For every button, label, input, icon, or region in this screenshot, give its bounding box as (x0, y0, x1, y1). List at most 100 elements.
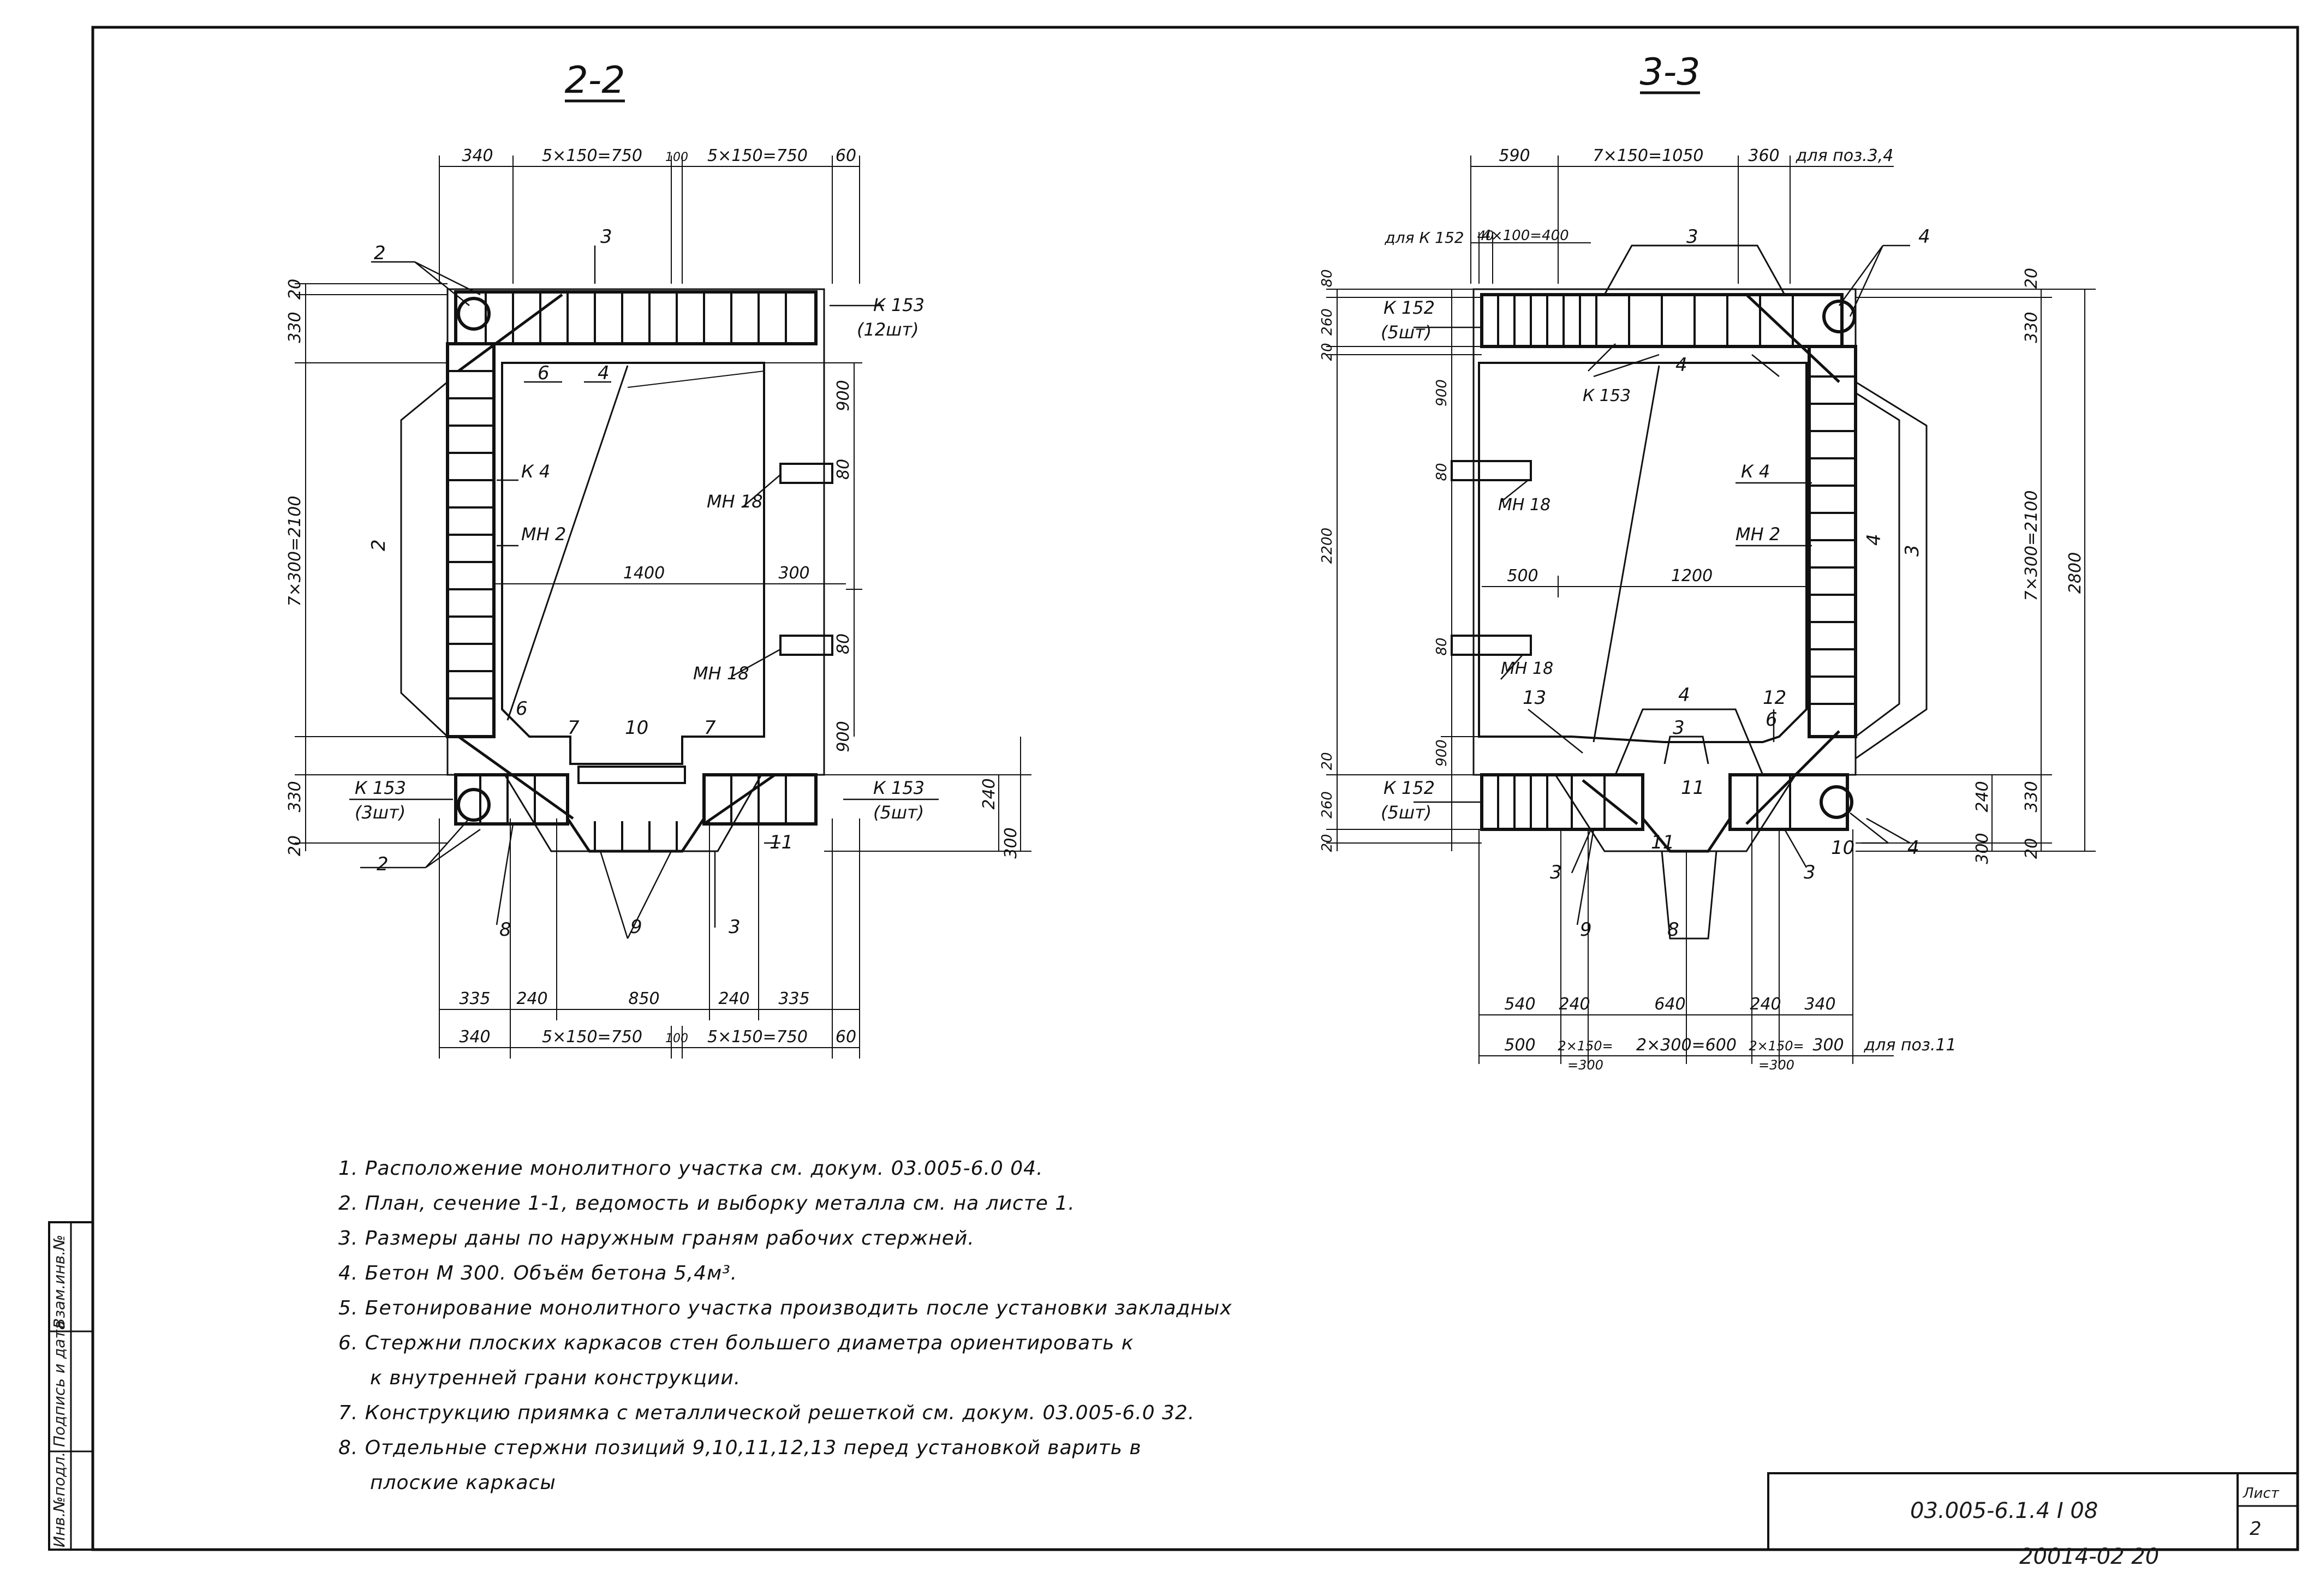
s33-callout-4-mid: 4 (1675, 354, 1687, 376)
s33-dim-left-8: 900 (1434, 739, 1450, 767)
s22-dim-top-5: 60 (836, 146, 856, 165)
s22-dim-left-3: 7×300=2100 (285, 496, 305, 607)
s33-callout-3-side: 3 (1901, 545, 1923, 557)
s33-callout-9: 9 (1580, 919, 1592, 941)
s22-dim-top-1: 340 (462, 146, 493, 165)
s22-dim-bot2-2: 5×150=750 (542, 1027, 642, 1047)
s22-dim-bot2-1: 340 (459, 1027, 490, 1047)
s22-k153-bl-qty: (3шт) (355, 802, 405, 823)
s33-k153: К 153 (1583, 386, 1631, 405)
s33-dim-bot2-8: для поз.11 (1863, 1036, 1956, 1055)
s22-k153-top: К 153 (873, 295, 925, 315)
general-notes: 1. Расположение монолитного участка см. … (338, 1151, 1321, 1501)
s22-dim-right-7: 300 (1001, 827, 1021, 858)
s33-dim-right-6: 330 (2022, 781, 2041, 812)
s22-dim-top-4: 5×150=750 (707, 146, 808, 165)
title-block (1767, 1472, 2299, 1551)
s33-dim-bot2-6: =300 (1758, 1057, 1794, 1073)
s22-mn2: МН 2 (521, 524, 566, 545)
s22-dim-right-4: 80 (834, 633, 853, 654)
s33-dim-left-10: 260 (1319, 791, 1335, 818)
s33-dim-left-3: 20 (1319, 343, 1335, 361)
s33-dim-left-4: 900 (1434, 379, 1450, 407)
s33-dim-right-1: 20 (2022, 268, 2041, 289)
s33-callout-6: 6 (1766, 709, 1778, 731)
s22-dim-right-5: 900 (834, 721, 853, 752)
section-3-3: 3-3 (1319, 51, 2096, 1073)
side-stamp-inv: Инв.№подл. (50, 1451, 68, 1547)
s33-dim-left-7: 80 (1434, 637, 1450, 655)
s22-k4: К 4 (521, 461, 550, 482)
s33-callout-12: 12 (1763, 687, 1786, 709)
s22-callout-2-top: 2 (374, 242, 386, 264)
s22-dim-inner-1400: 1400 (623, 564, 665, 583)
s33-dim-top2-3: 4×100=400 (1482, 228, 1569, 244)
s33-dim-bot2-7: 300 (1812, 1036, 1844, 1055)
s33-dim-right-2: 330 (2022, 312, 2041, 343)
s33-callout-11-top: 11 (1681, 777, 1704, 799)
side-stamp-sign: Подпись и дата (50, 1320, 68, 1447)
note-2: 2. План, сечение 1-1, ведомость и выборк… (338, 1192, 1075, 1215)
s33-dim-right-4: 2800 (2066, 552, 2085, 594)
s33-mn18-b: МН 18 (1501, 659, 1553, 678)
s22-dim-bot1-3: 850 (628, 989, 659, 1008)
s22-callout-7-l: 7 (568, 717, 580, 739)
s22-k153-br-qty: (5шт) (873, 802, 924, 823)
section-2-2-title: 2-2 (564, 59, 625, 102)
s33-dim-bot2-2: 2×150= (1558, 1038, 1613, 1054)
section-2-2: 2-2 (285, 59, 1031, 1059)
s33-dim-bot1-2: 240 (1559, 995, 1590, 1014)
s33-dim-left-11: 20 (1319, 834, 1335, 852)
section-3-3-title: 3-3 (1639, 51, 1700, 94)
s33-dim-bot2-5: 2×150= (1749, 1038, 1804, 1054)
s33-dim-bot1-5: 340 (1804, 995, 1835, 1014)
s33-callout-3-bot: 3 (1673, 717, 1685, 739)
note-5: 5. Бетонирование монолитного участка про… (338, 1297, 1232, 1319)
note-6: 6. Стержни плоских каркасов стен большег… (338, 1332, 1134, 1354)
s22-callout-2-side: 2 (368, 539, 390, 551)
s22-callout-11: 11 (770, 832, 793, 853)
note-3: 3. Размеры даны по наружным граням рабоч… (338, 1227, 975, 1250)
s33-dim-top-3: 360 (1748, 146, 1779, 165)
s33-mn18-a: МН 18 (1498, 495, 1550, 515)
s33-callout-3-top: 3 (1686, 226, 1698, 248)
s33-dim-inner-1200: 1200 (1671, 566, 1713, 585)
s22-callout-2-bot: 2 (377, 853, 389, 875)
s33-dim-bot1-1: 540 (1504, 995, 1535, 1014)
s22-dim-bot2-5: 60 (836, 1027, 856, 1047)
s22-dim-top-2: 5×150=750 (542, 146, 642, 165)
s22-dim-bot1-1: 335 (459, 989, 490, 1008)
s33-dim-bot1-3: 640 (1654, 995, 1685, 1014)
s33-dim-right-5: 240 (1973, 781, 1992, 812)
s22-callout-3-top: 3 (600, 226, 612, 248)
note-8: 8. Отдельные стержни позиций 9,10,11,12,… (338, 1437, 1142, 1459)
s22-dim-bot2-3: 100 (665, 1032, 688, 1045)
note-1: 1. Расположение монолитного участка см. … (338, 1157, 1043, 1180)
s33-dim-left-2: 260 (1319, 308, 1335, 336)
s22-dim-right-1: 900 (834, 380, 853, 411)
s33-dim-inner-500: 500 (1507, 566, 1538, 585)
s33-callout-11-bot: 11 (1651, 832, 1674, 853)
s33-mn2: МН 2 (1736, 524, 1780, 545)
sheet-number: 2 (2250, 1518, 2262, 1540)
s33-callout-4-top: 4 (1918, 226, 1930, 248)
s22-dim-bot1-5: 335 (778, 989, 809, 1008)
s33-dim-left-6: 2200 (1319, 528, 1335, 564)
s33-callout-10: 10 (1831, 837, 1854, 859)
s33-dim-right-8: 20 (2022, 838, 2041, 859)
s22-dim-left-2: 330 (285, 312, 305, 343)
s22-dim-bot2-4: 5×150=750 (707, 1027, 808, 1047)
s22-callout-10: 10 (625, 717, 648, 739)
s22-dim-bot1-2: 240 (516, 989, 547, 1008)
s33-callout-13: 13 (1523, 687, 1546, 709)
s22-callout-7-r: 7 (704, 717, 716, 739)
s33-k4: К 4 (1741, 461, 1770, 482)
s33-dim-top-2: 7×150=1050 (1593, 146, 1704, 165)
side-stamp: Инв.№подл. Подпись и дата Взам.инв.№ (48, 1222, 92, 1550)
s33-dim-right-7: 300 (1973, 833, 1992, 864)
s33-callout-3-br: 3 (1804, 862, 1816, 883)
s33-dim-bot2-1: 500 (1504, 1036, 1535, 1055)
s22-mn18-b: МН 18 (693, 663, 749, 684)
s33-callout-8: 8 (1667, 919, 1679, 941)
